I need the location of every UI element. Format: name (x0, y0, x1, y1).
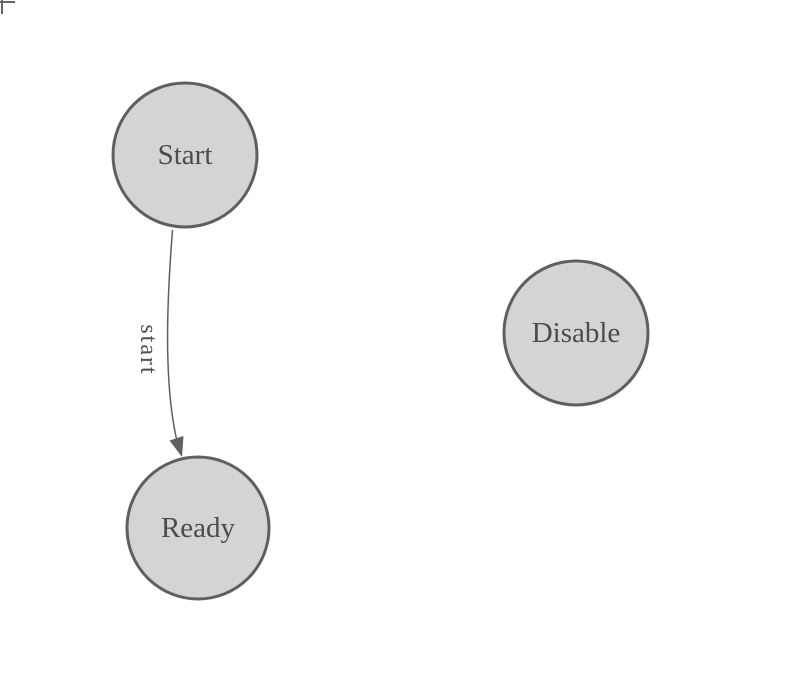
edge-path[interactable] (166, 229, 178, 440)
state-node-disable[interactable]: Disable (502, 259, 650, 407)
paper-corner-icon (0, 0, 15, 14)
state-node-start-circle[interactable] (111, 81, 259, 229)
state-node-disable-circle[interactable] (502, 259, 650, 407)
state-node-start[interactable]: Start (111, 81, 259, 229)
state-node-ready[interactable]: Ready (125, 455, 271, 601)
state-node-ready-circle[interactable] (125, 455, 271, 601)
edge-label: start (135, 324, 161, 375)
arrowhead-icon (169, 436, 184, 457)
edge-start-to-ready[interactable]: start (135, 229, 184, 457)
